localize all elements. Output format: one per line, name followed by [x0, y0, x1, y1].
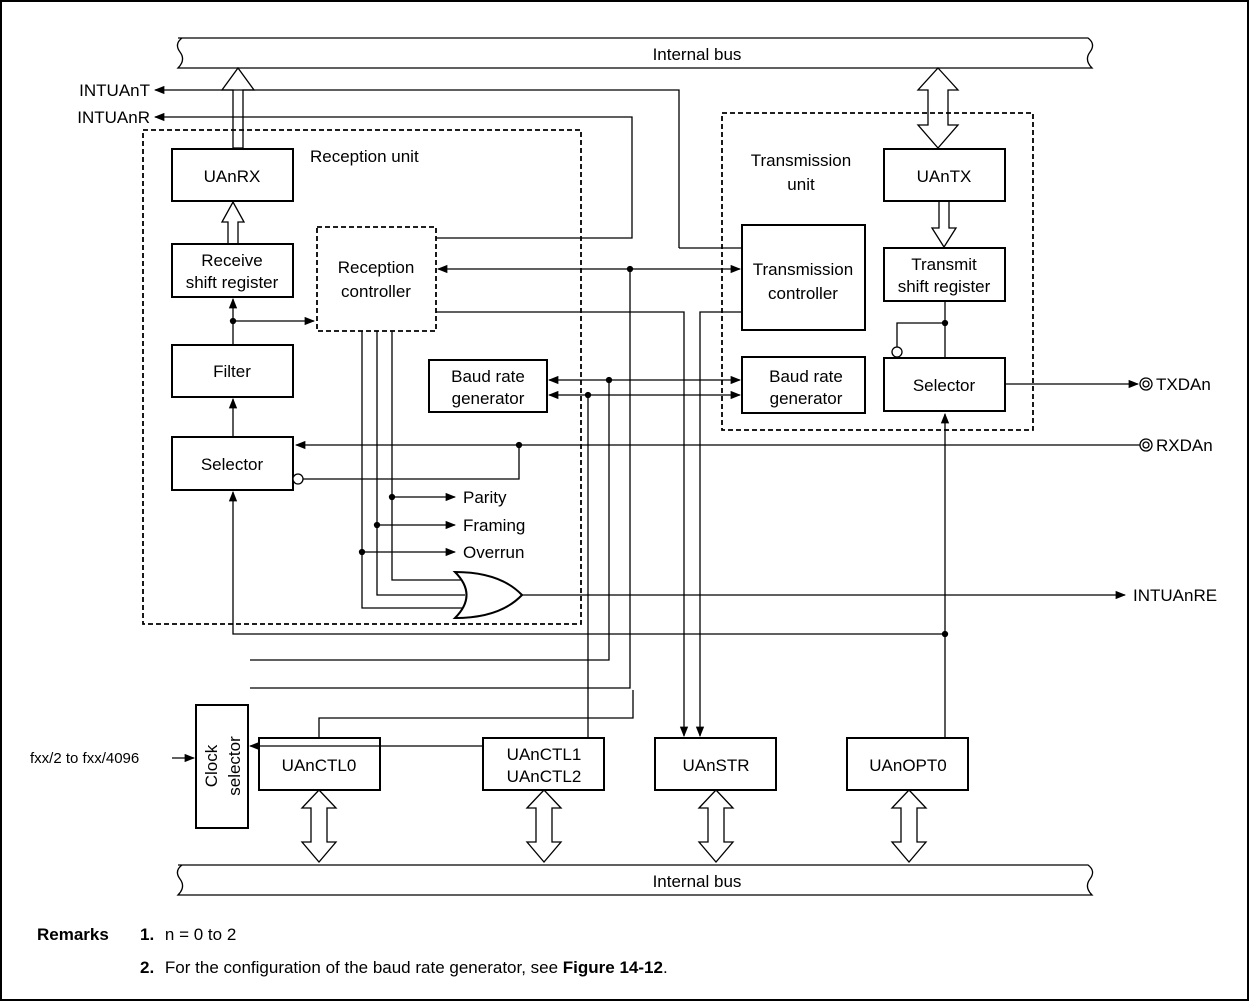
reception-controller-label-1: Reception	[338, 258, 415, 277]
bus-arrow-uanctl12	[525, 789, 563, 864]
clock-selector-block	[195, 704, 249, 829]
bus-top-label: Internal bus	[653, 45, 742, 64]
receive-shift-label-1: Receive	[201, 251, 262, 270]
tx-baud-label-2: generator	[770, 389, 843, 408]
clock-selector-label-1: Clock	[202, 744, 221, 787]
clock-selector-label-2: selector	[225, 736, 244, 796]
or-gate	[452, 570, 524, 620]
bus-arrow-uanstr	[697, 789, 735, 864]
internal-bus-bottom: Internal bus	[176, 864, 1094, 896]
internal-bus-top: Internal bus	[176, 37, 1094, 69]
intuanr-signal: INTUAnR	[77, 108, 150, 127]
remark-2: 2. For the configuration of the baud rat…	[140, 958, 668, 978]
transmission-controller-block	[741, 224, 866, 331]
tx-selector-label: Selector	[913, 376, 976, 395]
reception-controller-block	[316, 226, 437, 332]
remark-2-number: 2.	[140, 958, 155, 977]
uanstr-block	[654, 737, 777, 791]
transmission-controller-label-2: controller	[768, 284, 838, 303]
transmission-unit-label-2: unit	[787, 175, 815, 194]
tx-baud-generator-block	[741, 356, 866, 414]
uanopt0-block	[846, 737, 969, 791]
remark-2-end: .	[662, 958, 668, 977]
rxdan-signal: RXDAn	[1156, 436, 1213, 455]
uanstr-label: UAnSTR	[682, 756, 749, 775]
rx-baud-label-2: generator	[452, 389, 525, 408]
transmit-shift-label-2: shift register	[898, 277, 991, 296]
tx-baud-label-1: Baud rate	[769, 367, 843, 386]
filter-label: Filter	[213, 362, 251, 381]
uanctl2-label: UAnCTL2	[507, 767, 582, 786]
uanrx-block	[171, 148, 294, 202]
bus-arrow-uantx	[916, 67, 960, 149]
figure-link[interactable]: Figure 14-12	[562, 958, 663, 977]
reception-unit-label: Reception unit	[310, 147, 419, 166]
intuant-signal: INTUAnT	[79, 81, 150, 100]
transmission-controller-label-1: Transmission	[753, 260, 853, 279]
remark-1: 1. n = 0 to 2	[140, 925, 236, 945]
uanctl12-block	[482, 737, 605, 791]
rx-baud-label-1: Baud rate	[451, 367, 525, 386]
uanctl1-label: UAnCTL1	[507, 745, 582, 764]
txdan-signal: TXDAn	[1156, 375, 1211, 394]
uanrx-label: UAnRX	[204, 167, 261, 186]
rx-baud-generator-block	[428, 359, 548, 413]
uantx-label: UAnTX	[917, 167, 972, 186]
clock-input-signal: fxx/2 to fxx/4096	[30, 750, 139, 767]
remark-1-text: n = 0 to 2	[164, 925, 237, 944]
remark-1-number: 1.	[140, 925, 155, 944]
transmission-unit-label-1: Transmission	[751, 151, 851, 170]
parity-signal: Parity	[463, 488, 507, 507]
framing-signal: Framing	[463, 516, 525, 535]
uanctl0-label: UAnCTL0	[282, 756, 357, 775]
bus-arrow-uanctl0	[300, 789, 338, 864]
bus-arrow-uanopt0	[890, 789, 928, 864]
remark-2-text: For the configuration of the baud rate g…	[164, 958, 563, 977]
uantx-block	[883, 148, 1006, 202]
bus-arrow-uanrx	[220, 66, 256, 149]
intuanre-signal: INTUAnRE	[1133, 586, 1217, 605]
bus-bottom-label: Internal bus	[653, 872, 742, 891]
transmit-shift-label-1: Transmit	[911, 255, 977, 274]
rx-selector-label: Selector	[201, 455, 264, 474]
receive-shift-label-2: shift register	[186, 273, 279, 292]
reception-controller-label-2: controller	[341, 282, 411, 301]
overrun-signal: Overrun	[463, 543, 524, 562]
receive-shift-register-block	[171, 243, 294, 298]
uanopt0-label: UAnOPT0	[869, 756, 946, 775]
remarks-heading: Remarks	[37, 925, 109, 944]
